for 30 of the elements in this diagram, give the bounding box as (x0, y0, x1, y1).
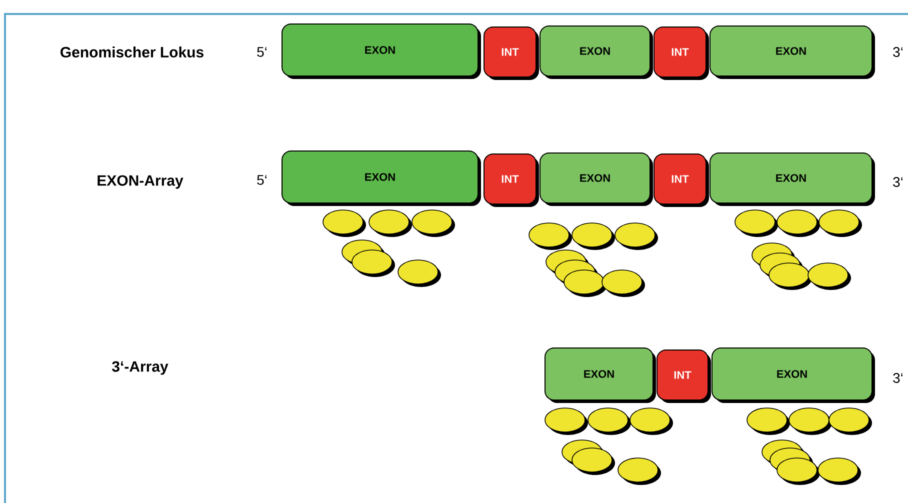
strand-end-label: 5‘ (257, 47, 267, 57)
intron-box: INT (656, 350, 711, 403)
intron-box: INT (654, 154, 709, 207)
exon-box: EXON (710, 152, 875, 206)
node-label: EXON (776, 174, 806, 182)
exon-box: EXON (282, 150, 481, 206)
strand-end-label: 3‘ (893, 177, 903, 187)
row-label: EXON-Array (98, 175, 184, 189)
strand-end-label: 3‘ (893, 373, 903, 383)
exon-box: EXON (540, 152, 653, 206)
exon-box: EXON (712, 348, 875, 403)
exon-box: EXON (544, 348, 656, 403)
strand-end-label: 5‘ (257, 175, 267, 185)
node-label: EXON (776, 47, 806, 55)
node-label: EXON (584, 370, 614, 378)
node-label: EXON (580, 174, 610, 182)
strand-end-label: 3‘ (893, 47, 903, 57)
intron-box: INT (654, 26, 709, 80)
row-label: 3‘-Array (112, 361, 168, 375)
exon-box: EXON (710, 26, 875, 79)
row-label: Genomischer Lokus (60, 46, 204, 58)
intron-box: INT (484, 26, 539, 80)
exon-box: EXON (540, 26, 653, 79)
node-label: INT (672, 48, 689, 56)
node-label: INT (674, 371, 692, 379)
node-label: EXON (580, 47, 610, 55)
node-label: INT (672, 175, 689, 183)
node-label: EXON (777, 370, 807, 378)
intron-box: INT (484, 154, 539, 207)
exon-box: EXON (282, 24, 481, 79)
